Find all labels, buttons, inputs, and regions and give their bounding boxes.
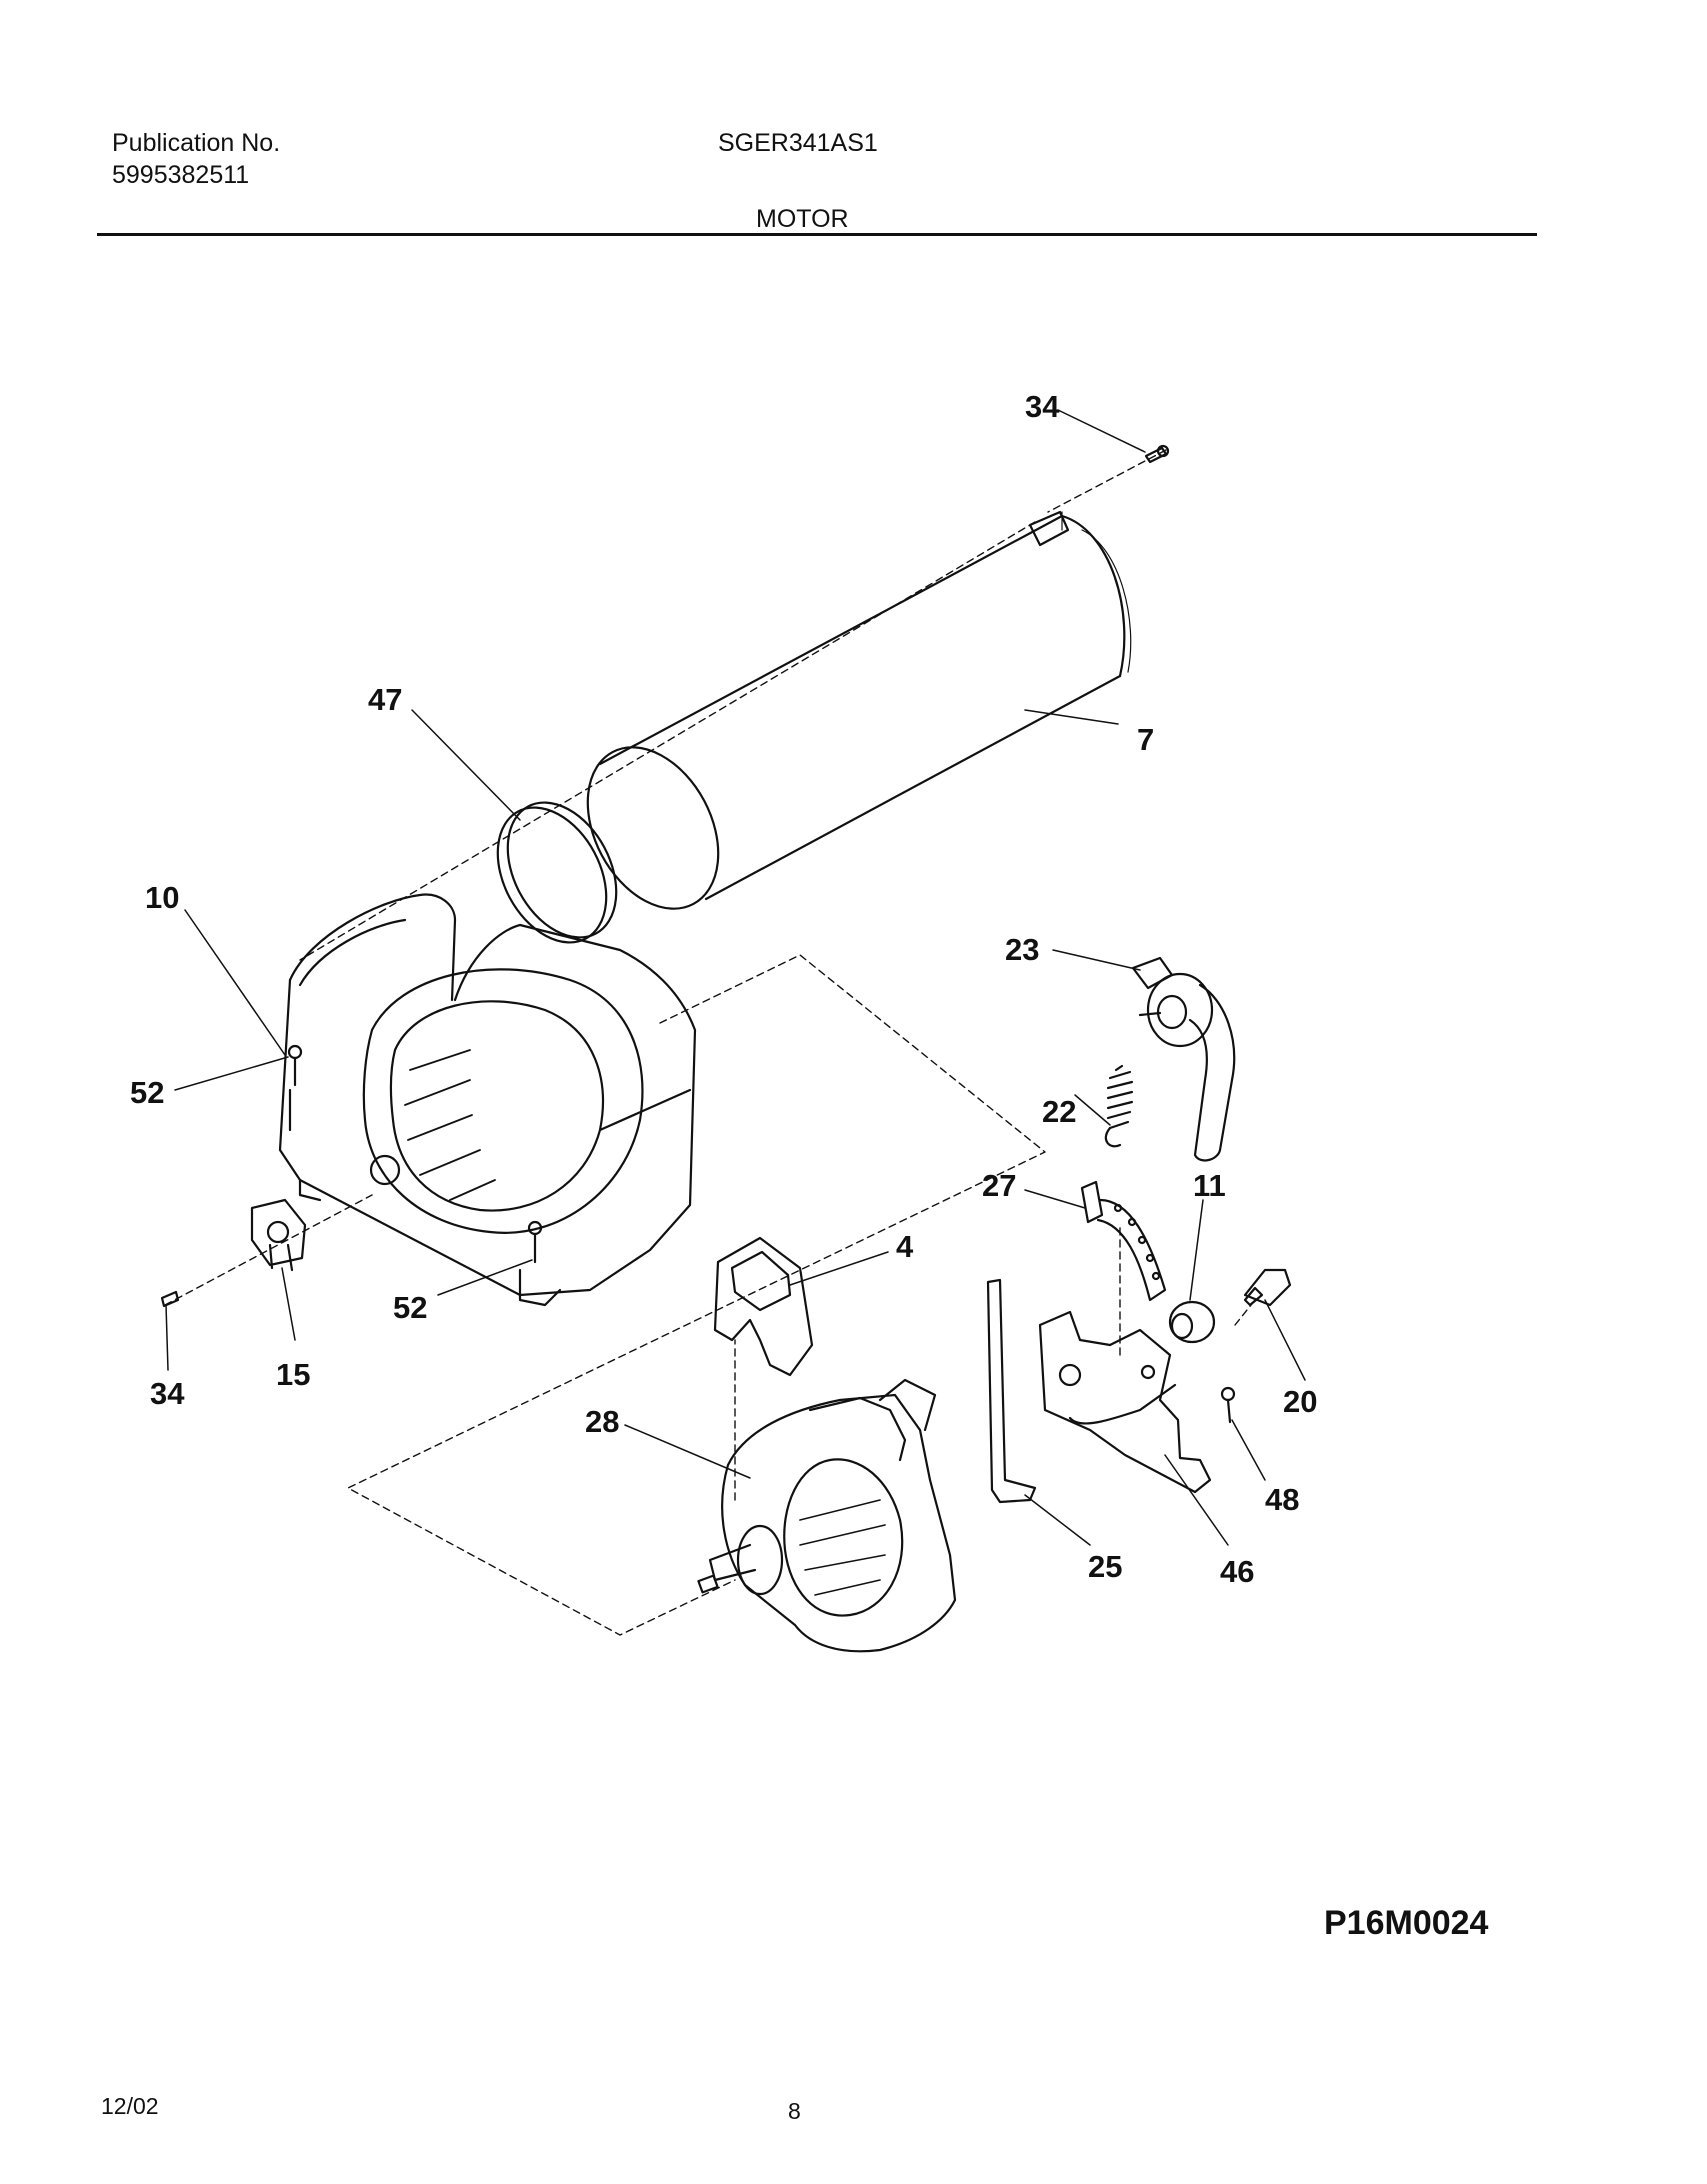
header-rule [97, 233, 1537, 236]
callout-11: 11 [1193, 1168, 1226, 1203]
callout-4: 4 [896, 1229, 914, 1264]
thermostat-15 [250, 1198, 307, 1272]
idler-pulley-23 [1131, 956, 1236, 1162]
screw-34-top [1144, 444, 1170, 464]
callout-25: 25 [1088, 1549, 1122, 1584]
page-number: 8 [788, 2098, 801, 2124]
section-title: MOTOR [756, 205, 849, 233]
screw-52-bottom [527, 1220, 543, 1264]
duct-ring-47 [496, 801, 618, 944]
callout-52-bottom: 52 [393, 1290, 427, 1325]
callout-34-bottom: 34 [150, 1376, 185, 1411]
drive-motor-28 [697, 1378, 957, 1653]
callout-48: 48 [1265, 1482, 1299, 1517]
motor-mount-46 [1038, 1310, 1212, 1494]
footer-date: 12/02 [101, 2093, 159, 2119]
blower-housing-10 [278, 893, 697, 1307]
diagram-code: P16M0024 [1324, 1904, 1489, 1942]
publication-label: Publication No. [112, 129, 281, 157]
screw-48 [1220, 1386, 1236, 1424]
callout-10: 10 [145, 880, 179, 915]
callout-7: 7 [1137, 722, 1154, 757]
callout-27: 27 [982, 1168, 1016, 1203]
callout-47: 47 [368, 682, 402, 717]
alignment-dashes [164, 449, 1256, 1636]
idler-wheel-11 [1168, 1300, 1216, 1344]
publication-number: 5995382511 [112, 161, 250, 189]
callout-34-top: 34 [1025, 389, 1060, 424]
belt-clip-27 [1080, 1180, 1167, 1302]
callout-23: 23 [1005, 932, 1039, 967]
callout-46: 46 [1220, 1554, 1254, 1589]
callout-22: 22 [1042, 1094, 1076, 1129]
callout-20: 20 [1283, 1384, 1317, 1419]
callout-15: 15 [276, 1357, 310, 1392]
model-number: SGER341AS1 [718, 129, 878, 157]
screw-34-bottom [160, 1290, 180, 1308]
leader-lines [165, 409, 1306, 1546]
callout-28: 28 [585, 1404, 619, 1439]
motor-strap-25 [986, 1278, 1037, 1504]
motor-bracket-4 [713, 1236, 814, 1377]
exhaust-duct-7 [586, 510, 1132, 910]
tension-spring-22 [1104, 1064, 1134, 1148]
screw-52-left [287, 1044, 303, 1087]
callout-52-left: 52 [130, 1075, 164, 1110]
bolt-20 [1243, 1268, 1292, 1307]
